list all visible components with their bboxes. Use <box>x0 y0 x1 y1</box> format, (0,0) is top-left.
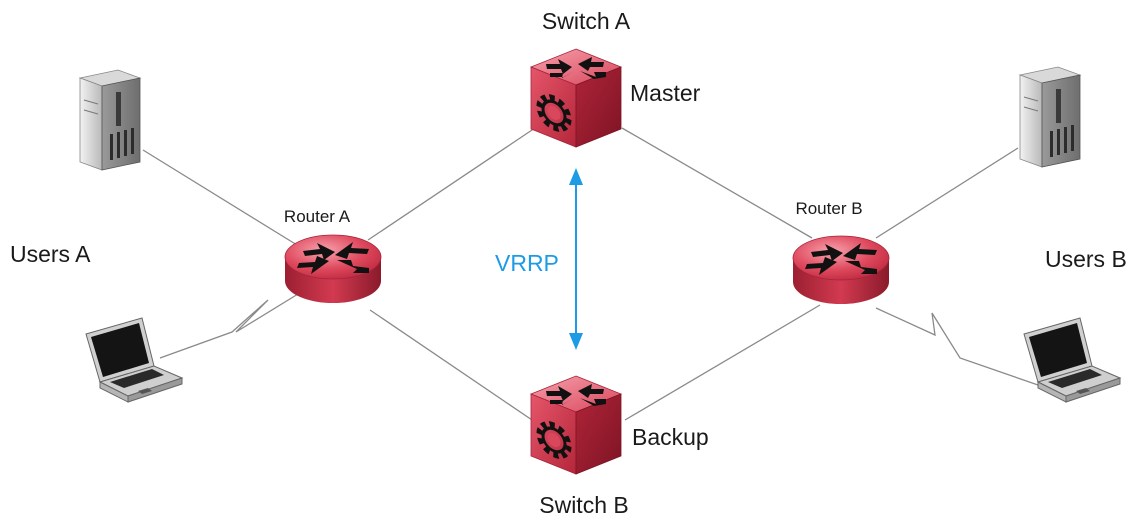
master-label: Master <box>630 80 701 106</box>
users-b-label: Users B <box>1045 246 1127 272</box>
router-a-label: Router A <box>284 207 351 226</box>
laptop-icon <box>1023 317 1121 403</box>
link-router-a-switch-b <box>369 309 536 423</box>
vrrp-label: VRRP <box>495 250 559 276</box>
users-a-label: Users A <box>10 241 91 267</box>
link-router-a-switch-a <box>367 127 536 241</box>
link-switch-b-router-b <box>624 304 821 421</box>
router-b-label: Router B <box>795 199 862 218</box>
switch-icon <box>531 376 621 474</box>
link-router-b-server-b <box>875 147 1019 239</box>
backup-label: Backup <box>632 424 709 450</box>
link-laptop-a-router-a <box>159 293 299 359</box>
link-server-a-router-a <box>142 149 298 246</box>
link-router-b-laptop-b <box>875 307 1039 386</box>
switch-b-label: Switch B <box>539 492 628 518</box>
laptop-icon <box>85 317 183 403</box>
switch-a-label: Switch A <box>542 8 631 34</box>
router-icon <box>792 235 890 305</box>
link-switch-a-router-b <box>621 127 813 239</box>
server-icon <box>79 69 141 171</box>
server-icon <box>1019 66 1081 168</box>
double-arrow-icon <box>569 168 583 350</box>
switch-icon <box>531 49 621 147</box>
network-links <box>142 127 1039 423</box>
router-icon <box>284 234 382 304</box>
